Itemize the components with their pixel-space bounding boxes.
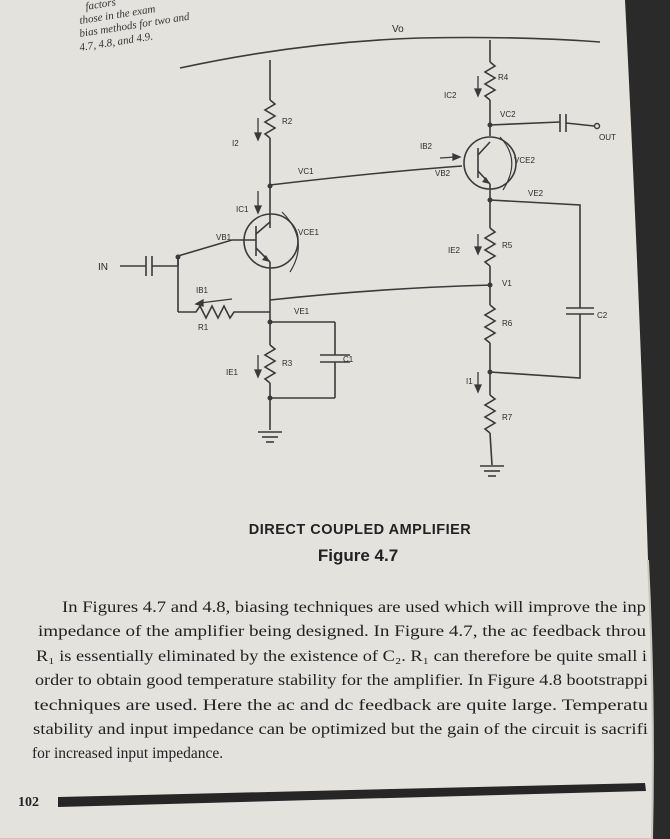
label-ve1: VE1 bbox=[294, 307, 310, 316]
circuit-labels: Vo R4 IC2 VC2 OUT IB2 VCE2 VB2 VE2 R2 I2… bbox=[98, 24, 616, 422]
vce1-arc bbox=[281, 211, 299, 273]
label-r6: R6 bbox=[502, 319, 513, 328]
label-c1: C1 bbox=[343, 355, 354, 364]
vc1-wire bbox=[269, 165, 463, 186]
label-vce2: VCE2 bbox=[514, 156, 535, 165]
label-ic1: IC1 bbox=[236, 205, 249, 214]
output-terminal bbox=[593, 122, 601, 130]
wire bbox=[489, 121, 561, 126]
label-c2: C2 bbox=[597, 311, 608, 320]
label-vce1: VCE1 bbox=[298, 228, 319, 237]
label-i1: I1 bbox=[466, 377, 473, 386]
wire bbox=[489, 199, 581, 308]
label-ve2: VE2 bbox=[528, 189, 544, 198]
paragraph-line-6: for increased input impedance. bbox=[32, 745, 223, 762]
emitter-arrow-icon bbox=[262, 255, 270, 262]
paragraph-line-2: R₁ is essentially eliminated by the exis… bbox=[36, 648, 648, 665]
q2-collector bbox=[477, 141, 491, 156]
label-ib1: IB1 bbox=[196, 286, 209, 295]
label-i2: I2 bbox=[232, 139, 239, 148]
emitter-arrow-icon bbox=[482, 177, 490, 184]
label-v1: V1 bbox=[502, 279, 512, 288]
supply-rail bbox=[179, 36, 601, 69]
resistor-r1 bbox=[178, 304, 270, 320]
paragraph-line-3: order to obtain good temperature stabili… bbox=[35, 672, 649, 689]
label-r7: R7 bbox=[502, 413, 513, 422]
circuit-diagram bbox=[120, 36, 601, 477]
label-r4: R4 bbox=[498, 73, 509, 82]
resistor-r7 bbox=[483, 394, 497, 434]
label-r5: R5 bbox=[502, 241, 513, 250]
label-vo: Vo bbox=[392, 24, 404, 35]
resistor-r2 bbox=[263, 99, 277, 139]
label-ic2: IC2 bbox=[444, 91, 457, 100]
label-vb1: VB1 bbox=[216, 233, 232, 242]
current-arrows bbox=[194, 76, 482, 394]
ve1-feedback-wire bbox=[269, 284, 493, 301]
wire bbox=[489, 432, 493, 466]
caption-title: DIRECT COUPLED AMPLIFIER bbox=[249, 522, 472, 538]
q1-collector bbox=[255, 221, 271, 235]
resistor-r5 bbox=[483, 227, 497, 267]
vce2-arc bbox=[499, 136, 513, 191]
label-in: IN bbox=[98, 262, 108, 273]
label-vc2: VC2 bbox=[500, 110, 516, 119]
wire bbox=[565, 122, 595, 127]
footer-rule bbox=[58, 783, 646, 807]
paragraph-line-0: In Figures 4.7 and 4.8, biasing techniqu… bbox=[62, 599, 646, 616]
page-number: 102 bbox=[18, 795, 39, 810]
label-ib2: IB2 bbox=[420, 142, 433, 151]
resistor-r4 bbox=[483, 61, 497, 101]
label-vb2: VB2 bbox=[435, 169, 451, 178]
label-out: OUT bbox=[599, 133, 616, 142]
top-partial-text: factors those in the exam bias methods f… bbox=[79, 0, 191, 54]
resistor-r6 bbox=[483, 304, 497, 344]
label-vc1: VC1 bbox=[298, 167, 314, 176]
label-r1: R1 bbox=[198, 323, 209, 332]
label-ie1: IE1 bbox=[226, 368, 239, 377]
paragraph-line-1: impedance of the amplifier being designe… bbox=[38, 623, 646, 640]
caption-figure: Figure 4.7 bbox=[318, 546, 398, 565]
label-r3: R3 bbox=[282, 359, 293, 368]
wire bbox=[489, 314, 581, 379]
label-ie2: IE2 bbox=[448, 246, 461, 255]
resistor-r3 bbox=[263, 344, 277, 384]
paragraph-line-4: techniques are used. Here the ac and dc … bbox=[34, 697, 648, 714]
paragraph-line-5: stability and input impedance can be opt… bbox=[33, 721, 649, 738]
body-paragraph: In Figures 4.7 and 4.8, biasing techniqu… bbox=[32, 599, 649, 762]
label-r2: R2 bbox=[282, 117, 293, 126]
